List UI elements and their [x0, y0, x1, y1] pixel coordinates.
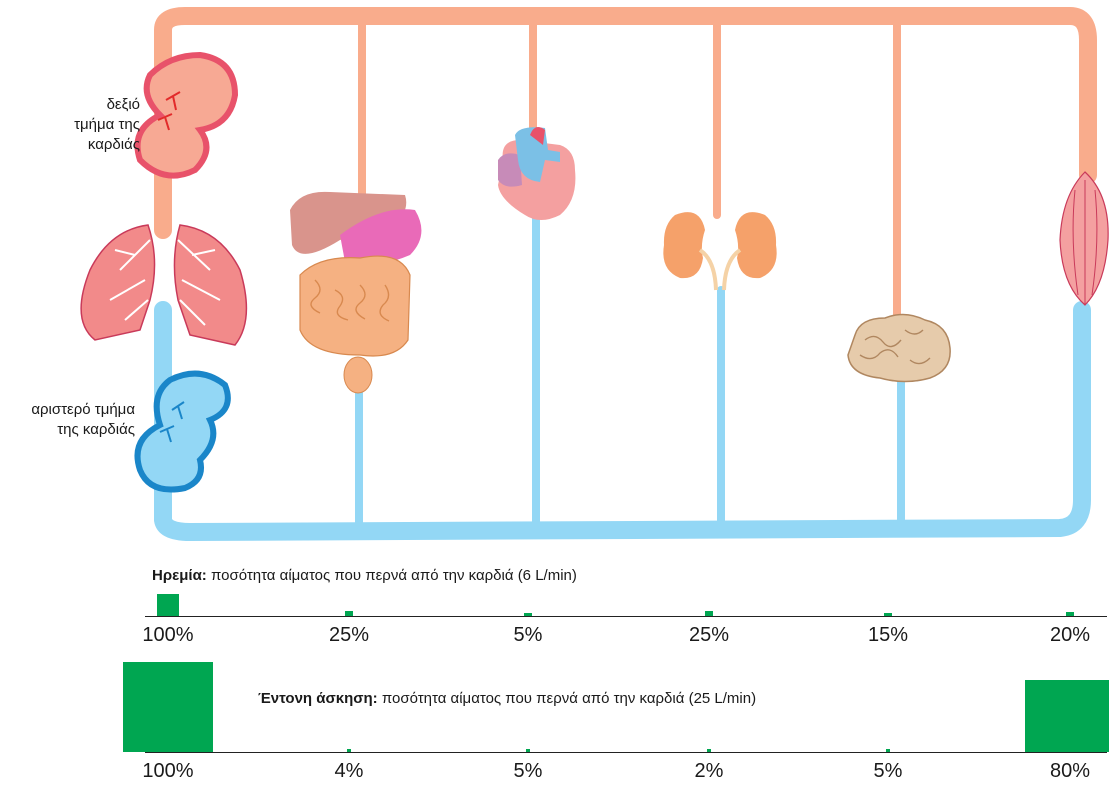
- rest-bar: [884, 613, 892, 616]
- heart-organ-icon: [498, 126, 576, 220]
- lungs-icon: [80, 224, 248, 346]
- rest-bar: [345, 611, 353, 616]
- exercise-percentage: 2%: [694, 760, 724, 782]
- digestive-system-icon: [290, 191, 422, 394]
- exercise-axis: [145, 752, 1107, 753]
- circulation-diagram: [80, 7, 1109, 541]
- exercise-percentage: 5%: [513, 760, 543, 782]
- rest-percentage: 15%: [867, 624, 909, 646]
- exercise-percentage: 4%: [334, 760, 364, 782]
- exercise-percentage: 100%: [142, 760, 194, 782]
- left-heart-icon: [134, 370, 231, 493]
- exercise-caption: Έντονη άσκηση: ποσότητα αίματος που περν…: [258, 690, 756, 707]
- rest-caption-bold: Ηρεμία:: [152, 567, 207, 584]
- left-heart-label: αριστερό τμήμα της καρδιάς: [31, 401, 135, 438]
- rest-bar: [524, 613, 532, 616]
- brain-icon: [847, 313, 951, 383]
- right-heart-label: δεξιό τμήμα της καρδιάς: [74, 96, 140, 153]
- exercise-bar: [526, 749, 530, 752]
- rest-percentage: 25%: [688, 624, 730, 646]
- right-heart-icon: [134, 51, 239, 179]
- exercise-caption-text: ποσότητα αίματος που περνά από την καρδι…: [377, 690, 757, 707]
- exercise-caption-bold: Έντονη άσκηση:: [258, 690, 378, 707]
- exercise-percentage: 80%: [1049, 760, 1091, 782]
- rest-caption-text: ποσότητα αίματος που περνά από την καρδι…: [206, 567, 577, 584]
- deoxygenated-vessels: [154, 301, 1091, 541]
- exercise-percentage: 5%: [873, 760, 903, 782]
- rest-percentage: 20%: [1049, 624, 1091, 646]
- exercise-bar: [707, 749, 711, 752]
- oxygenated-vessels: [154, 7, 1097, 239]
- exercise-bar: [1025, 680, 1109, 752]
- oxygenated-branches: [358, 14, 901, 324]
- rest-axis: [145, 616, 1107, 617]
- kidneys-icon: [663, 212, 777, 291]
- rest-percentage: 25%: [328, 624, 370, 646]
- deoxygenated-branches: [355, 211, 905, 529]
- exercise-bar: [886, 749, 890, 752]
- rest-bar: [157, 594, 179, 616]
- rest-percentage: 100%: [142, 624, 194, 646]
- muscle-icon: [1059, 171, 1109, 306]
- rest-bar: [1066, 612, 1074, 616]
- rest-caption: Ηρεμία: ποσότητα αίματος που περνά από τ…: [152, 567, 577, 584]
- exercise-bar: [123, 662, 213, 752]
- rest-bar: [705, 611, 713, 616]
- rest-percentage: 5%: [513, 624, 543, 646]
- exercise-bar: [347, 749, 351, 752]
